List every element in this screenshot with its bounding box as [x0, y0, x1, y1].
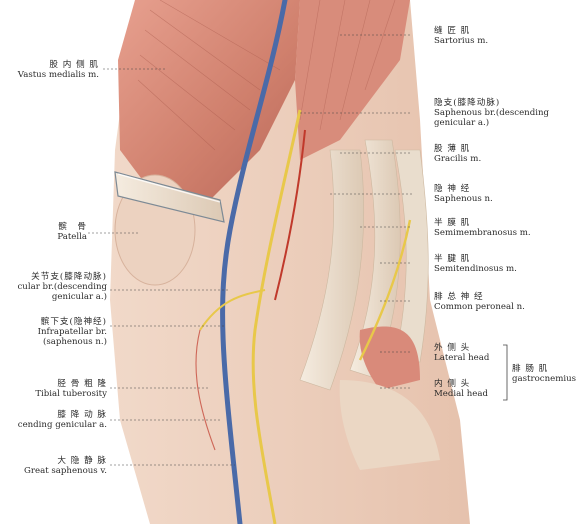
label-medial-head: 内 侧 头 Medial head [434, 379, 488, 399]
label-gastrocnemius: 腓 肠 肌 gastrocnemius [512, 364, 577, 384]
great-saphenous-vein [220, 0, 288, 524]
label-tibial-tuberosity: 胫 骨 粗 隆 Tibial tuberosity [35, 379, 107, 399]
gastrocnemius-medial [339, 380, 440, 470]
gastrocnemius-bracket [503, 344, 508, 401]
label-descending-genicular: 膝 降 动 脉 cending genicular a. [17, 410, 107, 430]
label-semitendinosus: 半 腱 肌 Semitendinosus m. [434, 254, 517, 274]
tendon-group-3 [394, 149, 429, 363]
common-peroneal-nerve [358, 219, 412, 361]
sartorius-muscle [295, 0, 410, 160]
descending-genicular-artery [274, 129, 306, 301]
label-articular-branch: 关节支(膝降动脉) cular br.(descending genicular… [17, 272, 107, 302]
gastrocnemius-lateral [359, 326, 420, 390]
label-saphenous-nerve: 隐 神 经 Saphenous n. [434, 184, 493, 204]
saphenous-nerve-path [251, 109, 302, 524]
label-great-saphenous: 大 隐 静 脉 Great saphenous v. [24, 456, 107, 476]
label-gracilis: 股 薄 肌 Gracilis m. [434, 144, 482, 164]
vastus-medialis-muscle [118, 0, 300, 200]
retractor [114, 171, 225, 223]
label-vastus-medialis: 股 内 侧 肌 Vastus medialis m. [17, 60, 99, 80]
label-lateral-head: 外 侧 头 Lateral head [434, 343, 490, 363]
label-semimembranosus: 半 膜 肌 Semimembranosus m. [434, 218, 531, 238]
label-infrapatellar-branch: 髌下支(隐神经) Infrapatellar br. (saphenous n.… [37, 317, 107, 347]
label-saphenous-branch: 隐支(膝降动脉) Saphenous br.(descending genicu… [434, 98, 549, 128]
label-common-peroneal: 腓 总 神 经 Common peroneal n. [434, 292, 525, 312]
tendon-group [299, 149, 365, 391]
infrapatellar-branch-path [199, 289, 266, 331]
label-patella: 髌 骨 Patella [57, 222, 87, 242]
label-sartorius: 缝 匠 肌 Sartorius m. [434, 26, 489, 46]
